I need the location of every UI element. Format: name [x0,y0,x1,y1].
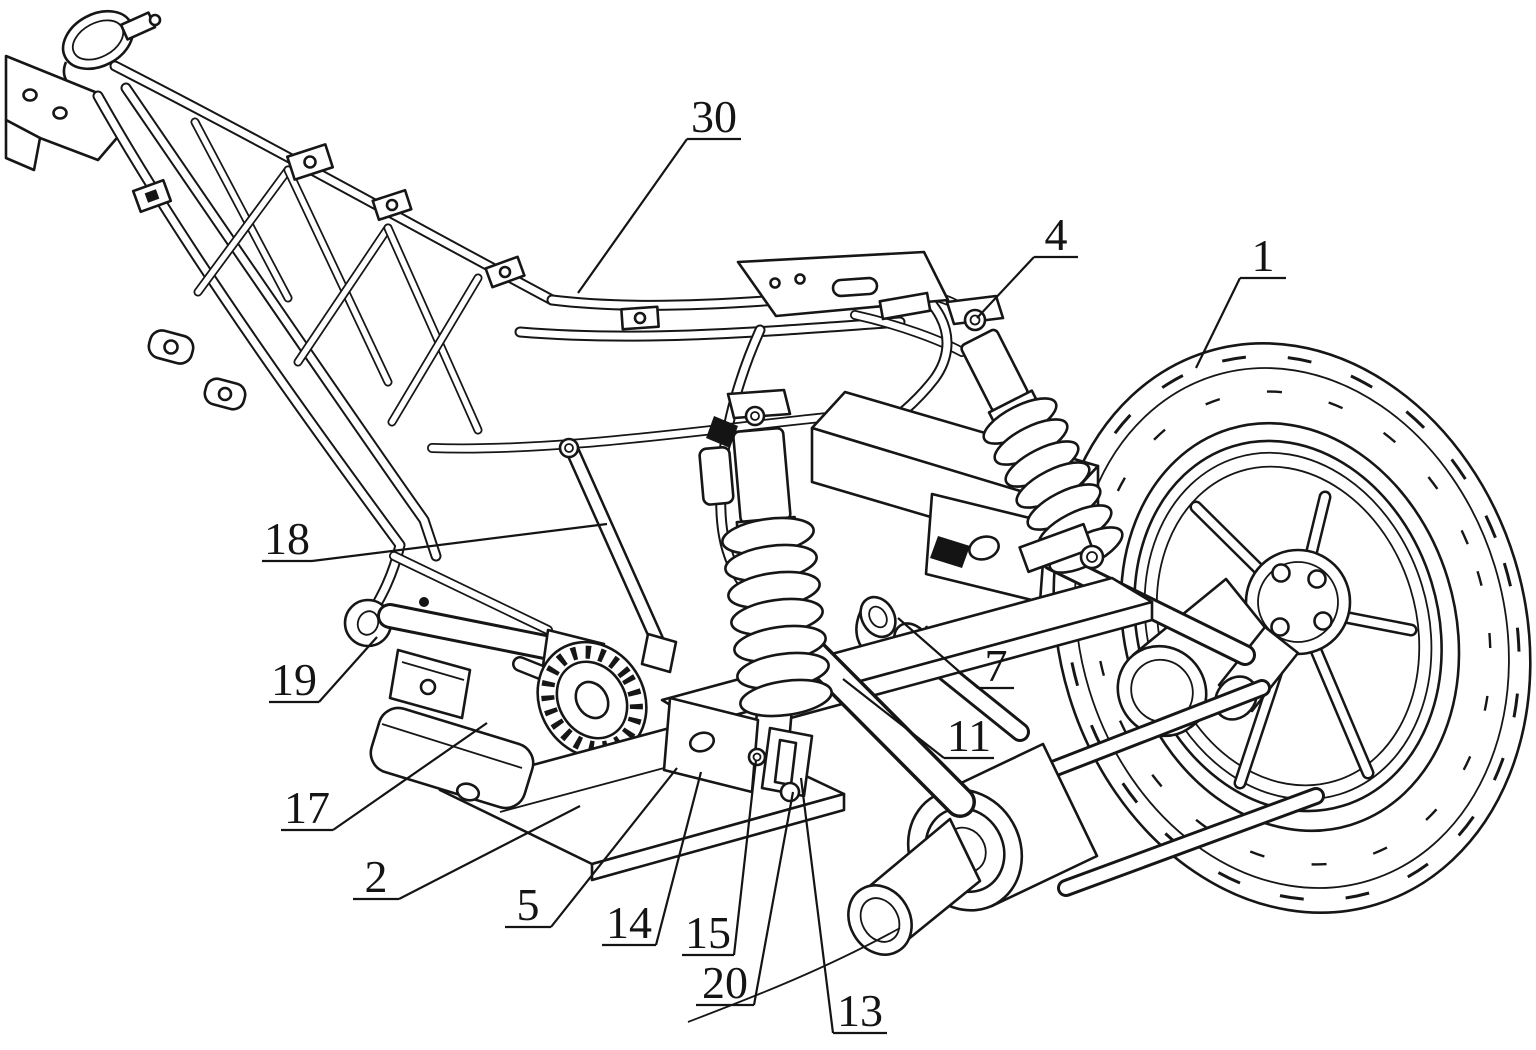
ref-number: 19 [271,654,317,705]
ref-label-5: 5 [505,767,678,930]
ref-number: 13 [837,985,883,1036]
coil-spring-center [721,516,833,718]
ref-label-14: 14 [602,771,703,948]
shock-reservoir [698,445,735,506]
leader-line [332,722,488,831]
ref-label-1: 1 [1195,230,1286,369]
leader-line [976,256,1035,319]
leader-line [311,522,608,563]
leader-line [577,138,688,294]
wheel-hub [1244,548,1352,656]
ref-label-19: 19 [269,636,378,705]
ref-number: 1 [1252,230,1275,281]
ref-number: 7 [985,640,1008,691]
headstock [61,9,162,94]
leader-line [842,678,945,759]
leader-line [318,636,378,703]
leader-line [799,777,835,1034]
ref-number: 11 [947,710,991,761]
ref-label-17: 17 [281,722,488,833]
ref-label-18: 18 [262,513,608,564]
ref-label-7: 7 [897,617,1014,691]
ref-label-20: 20 [696,791,795,1008]
ref-label-2: 2 [353,805,581,902]
ref-number: 14 [606,897,652,948]
flexible-coupling [512,640,648,760]
ref-number: 30 [691,91,737,142]
trellis-braces [190,117,483,435]
shock-absorber-right [945,294,1124,574]
frame [4,9,982,635]
leader-line [732,759,758,956]
damper-rod [558,437,678,674]
ref-number: 17 [284,782,330,833]
leader-line [897,617,979,689]
ref-number: 4 [1045,209,1068,260]
pivot-cylinder [847,742,1099,956]
tire-tread-band [1063,354,1521,902]
ref-number: 5 [517,879,540,930]
ref-number: 20 [702,957,748,1008]
ref-number: 18 [264,513,310,564]
mount-bar [369,706,535,810]
leader-line [1195,277,1241,369]
ref-label-30: 30 [577,91,741,294]
leader-line [654,771,703,946]
leader-line [550,767,678,928]
ref-label-13: 13 [799,777,887,1036]
shock-body-center [732,426,792,525]
ref-label-11: 11 [842,678,994,761]
shock-bottom-eye [1079,544,1105,570]
ref-number: 2 [365,851,388,902]
leader-line [752,791,795,1006]
ref-label-4: 4 [976,209,1078,319]
seat-plate [736,250,950,321]
leader-line [398,805,581,900]
ref-number: 15 [685,907,731,958]
front-bracket-plate [4,54,124,172]
frame-brackets [131,143,660,411]
shock-absorber-center [698,388,833,803]
ref-label-15: 15 [682,759,758,958]
clevis-pin [747,747,767,767]
